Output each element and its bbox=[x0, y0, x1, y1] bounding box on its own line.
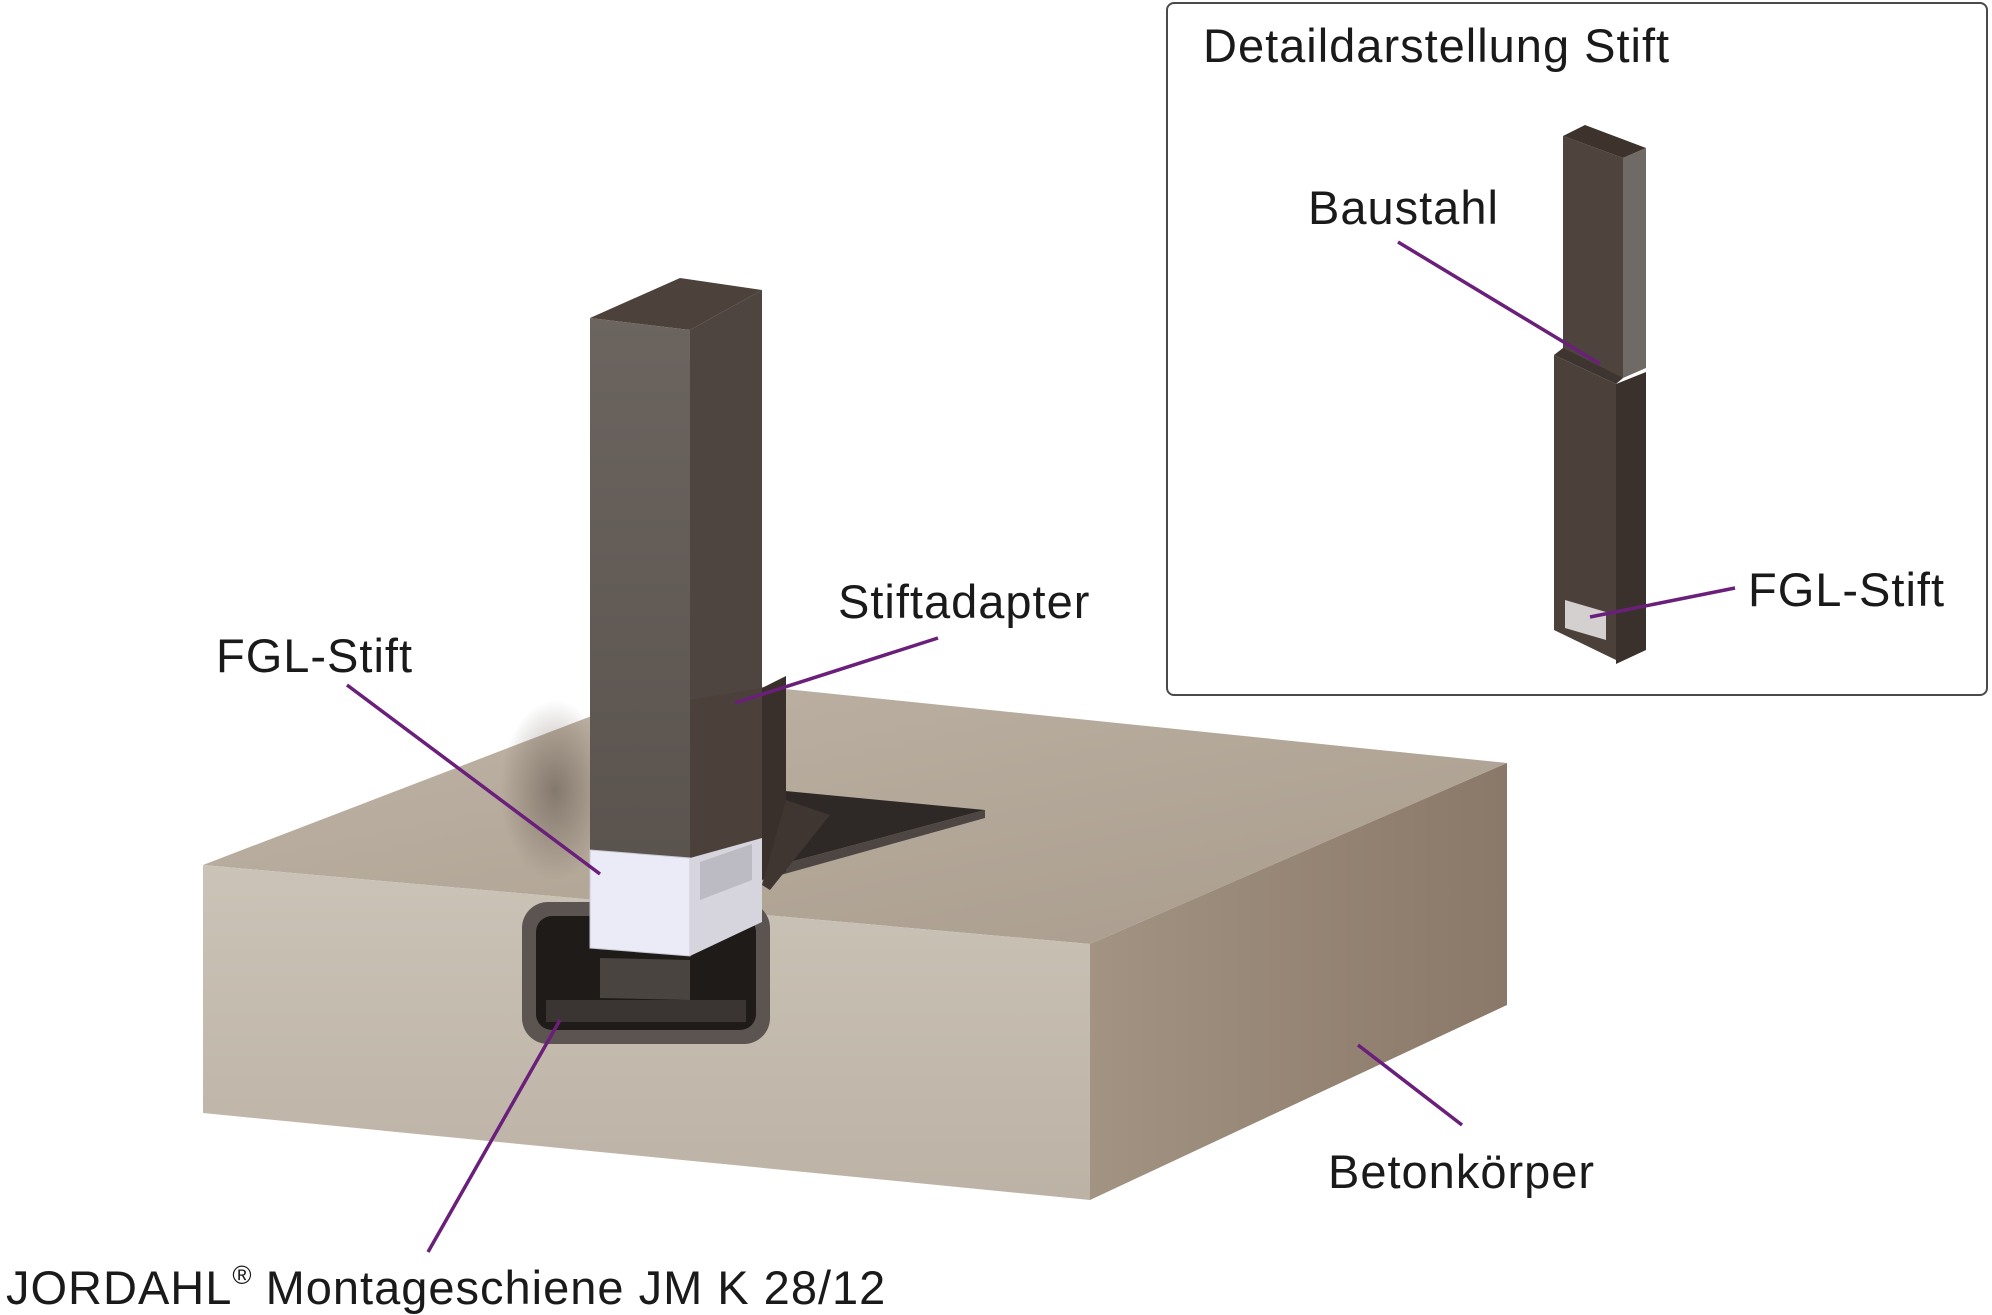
label-concrete-body: Betonkörper bbox=[1328, 1145, 1596, 1198]
concrete-side-face bbox=[1090, 763, 1507, 1200]
leader-inset-steel bbox=[1397, 240, 1601, 366]
label-fgl-pin: FGL-Stift bbox=[216, 629, 414, 682]
steel-post bbox=[590, 278, 762, 1000]
inset-label-steel: Baustahl bbox=[1308, 181, 1499, 234]
leader-fgl-main bbox=[345, 683, 602, 876]
inset-leader-lines bbox=[1397, 240, 1736, 619]
leader-adapter bbox=[734, 636, 939, 705]
label-mounting-rail: JORDAHL® Montageschiene JM K 28/12 bbox=[6, 1261, 887, 1314]
rail-brand: JORDAHL bbox=[6, 1261, 233, 1314]
inset-title: Detaildarstellung Stift bbox=[1203, 19, 1671, 72]
detail-inset-frame bbox=[1166, 2, 1988, 696]
inset-pin-illustration bbox=[1554, 125, 1646, 664]
leader-rail bbox=[426, 1019, 562, 1253]
pin-adapter bbox=[686, 676, 830, 890]
label-pin-adapter: Stiftadapter bbox=[838, 575, 1091, 628]
post-top-face bbox=[590, 278, 762, 330]
leader-lines bbox=[345, 636, 1464, 1253]
concrete-block bbox=[203, 679, 1507, 1200]
registered-mark: ® bbox=[232, 1260, 252, 1290]
inset-label-fgl-pin: FGL-Stift bbox=[1748, 563, 1946, 616]
leader-inset-fgl bbox=[1589, 586, 1736, 619]
fgl-pin bbox=[589, 838, 762, 957]
post-shadow bbox=[500, 700, 610, 880]
post-side-face bbox=[690, 290, 762, 700]
rail-description: Montageschiene JM K 28/12 bbox=[251, 1261, 887, 1314]
leader-concrete bbox=[1356, 1043, 1464, 1127]
post-front-face bbox=[590, 318, 690, 860]
rail-slot bbox=[760, 790, 985, 878]
